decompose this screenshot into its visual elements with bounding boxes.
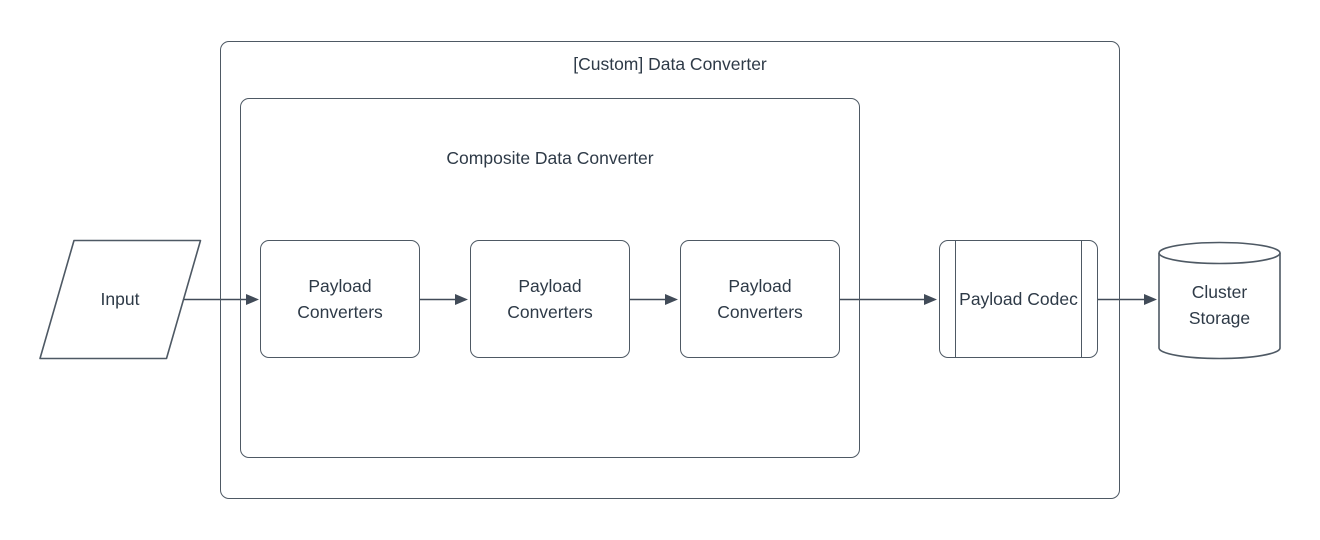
custom-data-converter-title: [Custom] Data Converter [573, 54, 767, 74]
cluster-storage-cylinder-shape [1158, 241, 1281, 360]
payload-converters-1-label: Payload Converters [297, 276, 383, 322]
arrow-input-to-converter-1 [184, 294, 259, 305]
codec-left-bar [955, 241, 956, 357]
arrow-converter-1-to-converter-2 [420, 294, 468, 305]
arrow-codec-to-storage [1098, 294, 1157, 305]
composite-data-converter-title: Composite Data Converter [446, 148, 654, 168]
node-payload-converters-3: Payload Converters [680, 240, 840, 358]
node-payload-converters-1: Payload Converters [260, 240, 420, 358]
arrow-converter-2-to-converter-3 [630, 294, 678, 305]
group-composite-data-converter: Composite Data Converter [240, 98, 860, 458]
codec-right-bar [1081, 241, 1082, 357]
input-parallelogram-shape [39, 239, 202, 360]
payload-codec-label: Payload Codec [959, 289, 1078, 309]
node-payload-codec: Payload Codec [939, 240, 1098, 358]
arrow-converter-3-to-codec [840, 294, 937, 305]
payload-converters-3-label: Payload Converters [717, 276, 803, 322]
payload-converters-2-label: Payload Converters [507, 276, 593, 322]
group-custom-data-converter: [Custom] Data Converter [220, 41, 1120, 499]
node-payload-converters-2: Payload Converters [470, 240, 630, 358]
